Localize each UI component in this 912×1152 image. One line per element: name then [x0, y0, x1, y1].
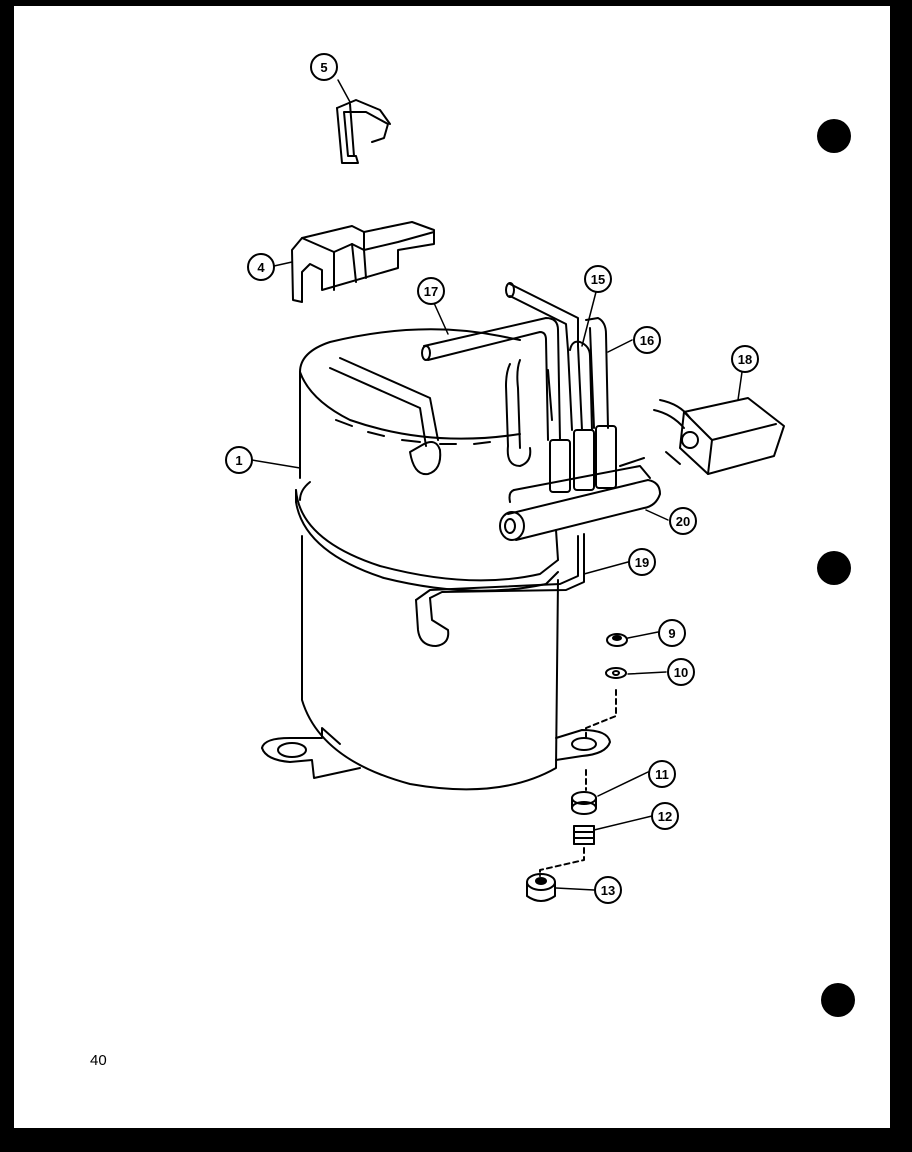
callout-18: 18	[731, 345, 759, 373]
callout-18-label: 18	[738, 352, 752, 367]
callout-5-label: 5	[320, 60, 327, 75]
page-number: 40	[90, 1052, 107, 1069]
callout-4-label: 4	[257, 260, 265, 275]
callout-17: 17	[417, 277, 445, 305]
callout-11: 11	[648, 760, 676, 788]
binder-hole-middle	[817, 551, 851, 585]
callout-10-label: 10	[674, 665, 688, 680]
parts-sheet	[14, 6, 890, 1128]
part-tube-17	[421, 317, 561, 467]
callout-9: 9	[658, 619, 686, 647]
part-nut-13	[526, 873, 556, 902]
callout-20-label: 20	[676, 514, 690, 529]
callout-12-label: 12	[658, 809, 672, 824]
callout-16: 16	[633, 326, 661, 354]
callout-1-label: 1	[235, 453, 242, 468]
leader-lines	[251, 79, 743, 891]
part-terminal-box-18	[653, 397, 785, 475]
callout-20: 20	[669, 507, 697, 535]
callout-1: 1	[225, 446, 253, 474]
part-grommet-11	[571, 791, 597, 815]
binder-hole-bottom	[821, 983, 855, 1017]
callout-15-label: 15	[591, 272, 605, 287]
callout-4: 4	[247, 253, 275, 281]
compressor-body	[261, 328, 611, 791]
callout-11-label: 11	[655, 767, 669, 782]
callout-12: 12	[651, 802, 679, 830]
callout-10: 10	[667, 658, 695, 686]
part-spring-12	[573, 825, 595, 845]
callout-13: 13	[594, 876, 622, 904]
part-tubes-15-16	[505, 282, 617, 493]
dashed-guide-bottom	[539, 847, 585, 877]
callout-19: 19	[628, 548, 656, 576]
callout-16-label: 16	[640, 333, 654, 348]
callout-19-label: 19	[635, 555, 649, 570]
callout-9-label: 9	[668, 626, 675, 641]
callout-15: 15	[584, 265, 612, 293]
callout-5: 5	[310, 53, 338, 81]
dashed-guide-upper	[585, 689, 617, 741]
part-accumulator-20	[499, 457, 661, 541]
part-nut-9	[606, 633, 628, 647]
part-clip	[336, 99, 391, 164]
binder-hole-top	[817, 119, 851, 153]
part-washer-10	[605, 667, 627, 679]
callout-13-label: 13	[601, 883, 615, 898]
part-bracket	[291, 221, 435, 303]
callout-17-label: 17	[424, 284, 438, 299]
